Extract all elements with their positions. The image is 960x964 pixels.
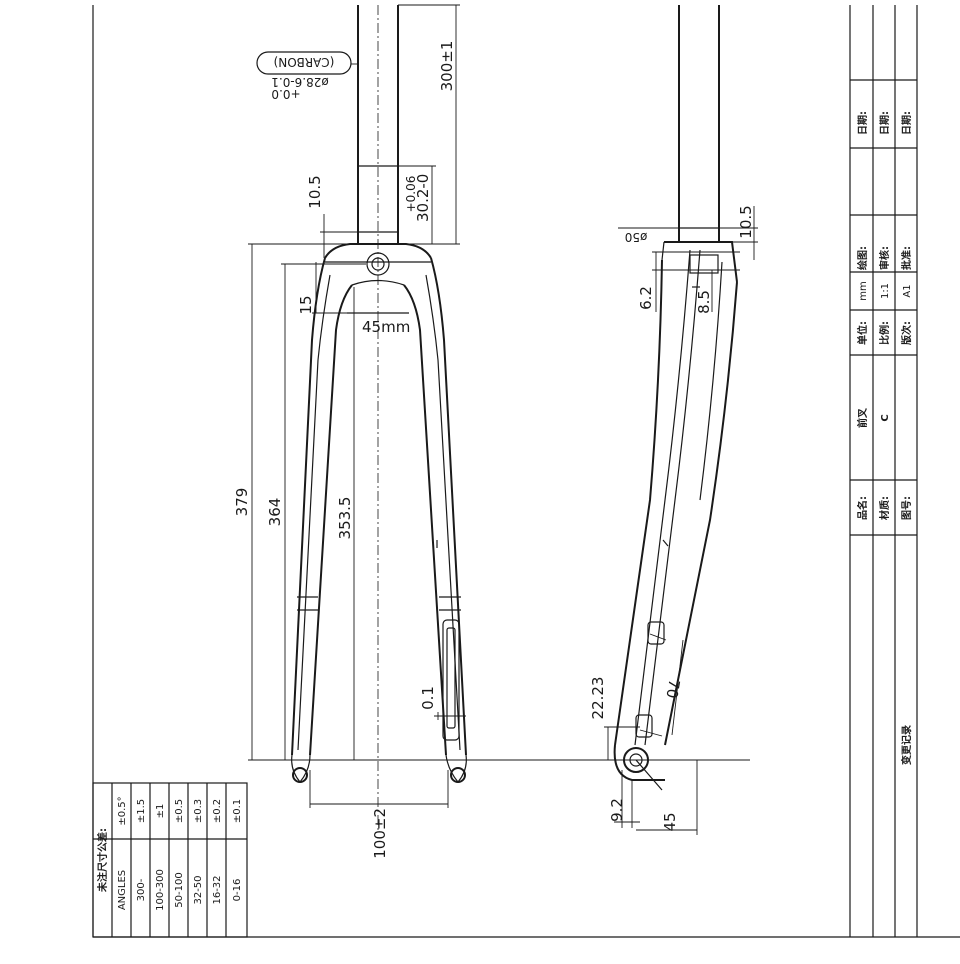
tb-version-value: A1 bbox=[902, 284, 913, 297]
dim-45: 45 bbox=[661, 812, 679, 831]
dia-50: ø50 bbox=[625, 230, 648, 244]
dim-10-5-side: 10.5 bbox=[737, 205, 755, 238]
tol-range-1: 300- bbox=[136, 878, 147, 901]
tol-range-3: 50-100 bbox=[174, 872, 185, 907]
tol-range-2: 100-300 bbox=[155, 869, 166, 911]
tb-name-label: 品名: bbox=[856, 496, 869, 520]
dim-70: 70 bbox=[662, 678, 683, 700]
dim-8-5: 8.5 bbox=[695, 290, 713, 314]
tol-value-2: ±1 bbox=[155, 804, 166, 819]
title-block: 日期: 日期: 日期: 绘图: 审核: 批准: mm 1:1 A1 单位: 比例… bbox=[850, 5, 918, 937]
front-view bbox=[248, 5, 750, 830]
side-dropout bbox=[623, 747, 649, 773]
tol-range-6: 0-16 bbox=[232, 879, 243, 902]
dia-28-6-tol: +0.0 bbox=[271, 87, 300, 101]
tb-approved: 批准: bbox=[900, 246, 913, 270]
dim-0-1: 0.1 bbox=[419, 686, 437, 710]
tb-scale-label: 比例: bbox=[878, 321, 891, 345]
dim-30-2-tol: +0.06 bbox=[404, 176, 418, 213]
tb-date-1: 日期: bbox=[856, 111, 869, 135]
dim-364: 364 bbox=[266, 498, 284, 527]
tb-date-2: 日期: bbox=[878, 111, 891, 135]
tol-range-0: ANGLES bbox=[117, 870, 128, 910]
tol-value-0: ±0.5° bbox=[117, 796, 128, 825]
tol-value-5: ±0.2 bbox=[212, 799, 223, 823]
tol-value-6: ±0.1 bbox=[232, 799, 243, 823]
carbon-label: (CARBON) bbox=[274, 55, 335, 69]
side-crown-hole bbox=[689, 254, 719, 274]
tb-name-value: 前叉 bbox=[856, 407, 869, 428]
tol-range-5: 16-32 bbox=[212, 875, 223, 904]
tolerance-table: 未注尺寸公差: ANGLES ±0.5° 300- ±1.5 100-300 ±… bbox=[92, 782, 248, 938]
dim-30-2: 30.2-0 bbox=[414, 174, 432, 222]
dim-45mm: 45mm bbox=[362, 318, 410, 336]
tb-checked: 审核: bbox=[878, 246, 891, 270]
tb-unit-value: mm bbox=[858, 281, 869, 300]
dim-15: 15 bbox=[297, 295, 315, 314]
tol-value-1: ±1.5 bbox=[136, 799, 147, 823]
tb-date-3: 日期: bbox=[900, 111, 913, 135]
tol-value-4: ±0.3 bbox=[193, 799, 204, 823]
dim-22-23: 22.23 bbox=[589, 677, 607, 720]
tb-version-label: 版次: bbox=[900, 321, 913, 345]
tb-drawing-no-label: 图号: bbox=[901, 496, 913, 520]
tb-material-label: 材质: bbox=[878, 496, 891, 520]
front-dimensions: 300±1 (CARBON) ø28.6-0.1 +0.0 10.5 30.2-… bbox=[233, 4, 466, 859]
dim-300: 300±1 bbox=[438, 41, 456, 92]
dim-379: 379 bbox=[233, 488, 251, 517]
dim-100: 100±2 bbox=[371, 808, 389, 859]
side-view bbox=[613, 5, 738, 791]
tb-change-record: 变更记录 bbox=[900, 725, 913, 765]
dim-10-5-front: 10.5 bbox=[306, 175, 324, 208]
side-dimensions: ø50 10.5 6.2 8.5 22.23 70 9.2 45 bbox=[589, 205, 758, 835]
tb-drawn: 绘图: bbox=[856, 246, 869, 270]
dia-28-6: ø28.6-0.1 bbox=[271, 75, 328, 89]
tb-scale-value: 1:1 bbox=[880, 283, 891, 299]
dim-353-5: 353.5 bbox=[336, 497, 354, 540]
dim-9-2: 9.2 bbox=[608, 798, 626, 822]
carbon-note-box bbox=[256, 51, 352, 75]
crown-bolt-hole bbox=[366, 252, 390, 276]
dim-6-2: 6.2 bbox=[637, 286, 655, 310]
tolerance-title: 未注尺寸公差: bbox=[96, 828, 109, 893]
tol-value-3: ±0.5 bbox=[174, 799, 185, 823]
tb-material-value: C bbox=[880, 414, 891, 421]
tb-unit-label: 单位: bbox=[856, 321, 869, 345]
tol-range-4: 32-50 bbox=[193, 875, 204, 904]
